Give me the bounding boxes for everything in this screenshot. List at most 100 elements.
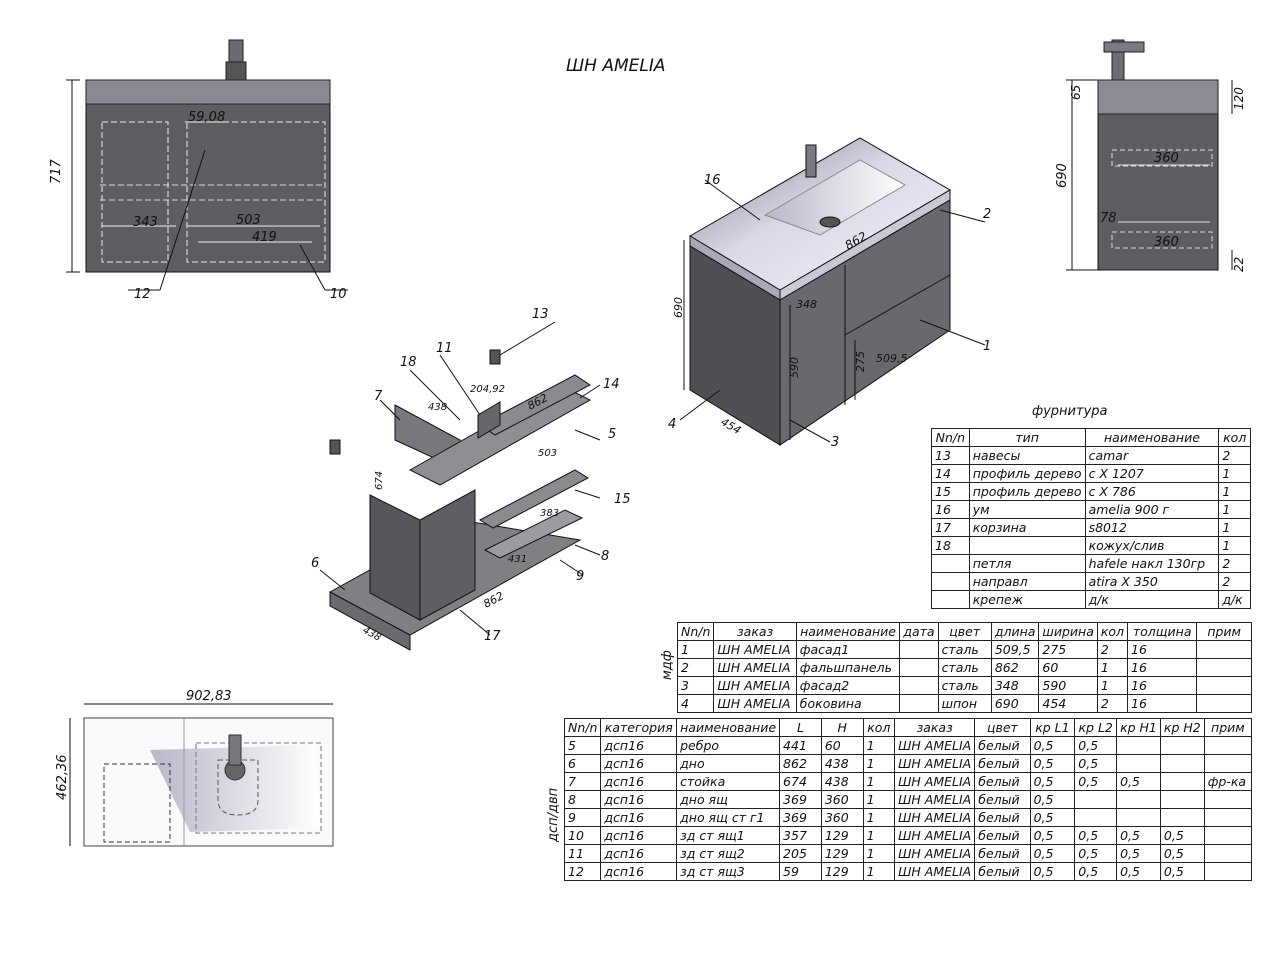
- side-dim-360a: 360: [1154, 151, 1179, 166]
- iso-dim-590: 590: [788, 357, 801, 378]
- dsp-cell: 129: [820, 862, 864, 881]
- dsp-cell: зд ст ящ1: [676, 826, 781, 845]
- callout-16: 16: [704, 173, 721, 188]
- side-height-label: 690: [1055, 163, 1070, 188]
- mdf-cell: ШН AMELIA: [713, 694, 797, 713]
- dsp-cell: белый: [974, 844, 1031, 863]
- dsp-cell: [1116, 736, 1161, 755]
- dsp-cell: дсп16: [600, 754, 678, 773]
- dsp-cell: 12: [563, 862, 602, 881]
- mdf-cell: 862: [990, 658, 1040, 677]
- side-dim-65: 65: [1069, 85, 1083, 100]
- dsp-col-header: кр H2: [1159, 718, 1205, 737]
- dsp-col-header: кол: [862, 718, 896, 737]
- dsp-col-header: наименование: [676, 718, 781, 737]
- callout-15: 15: [614, 492, 631, 507]
- dsp-cell: [1159, 772, 1205, 791]
- mdf-cell: 509,5: [990, 640, 1040, 659]
- mdf-col-header: кол: [1096, 622, 1129, 641]
- hardware-cell: [931, 590, 970, 609]
- mdf-col-header: дата: [899, 622, 939, 641]
- dsp-cell: [1074, 790, 1118, 809]
- hardware-cell: 1: [1218, 500, 1251, 519]
- callout-3: 3: [831, 435, 839, 450]
- callout-2: 2: [983, 207, 991, 222]
- dsp-cell: 0,5: [1116, 862, 1161, 881]
- dsp-cell: 0,5: [1029, 862, 1076, 881]
- dsp-cell: 1: [862, 736, 896, 755]
- mdf-cell: [899, 640, 939, 659]
- dsp-cell: белый: [974, 772, 1031, 791]
- iso-dim-509: 509,5: [876, 352, 908, 365]
- dsp-cell: 1: [862, 790, 896, 809]
- hardware-cell: ум: [968, 500, 1086, 519]
- dsp-cell: ШН AMELIA: [894, 808, 976, 827]
- dsp-cell: дсп16: [600, 862, 678, 881]
- exploded-dim-438-top: 438: [428, 402, 447, 413]
- front-height-label: 717: [49, 158, 64, 184]
- dsp-cell: [1203, 826, 1253, 845]
- dsp-cell: [1159, 808, 1205, 827]
- dsp-cell: зд ст ящ3: [676, 862, 781, 881]
- mdf-cell: 275: [1038, 640, 1098, 659]
- mdf-cell: 348: [990, 676, 1040, 695]
- dsp-col-header: Nn/n: [563, 718, 602, 737]
- dsp-cell: 0,5: [1116, 826, 1161, 845]
- hardware-cell: профиль дерево: [968, 482, 1086, 501]
- hardware-col-header: кол: [1218, 428, 1251, 447]
- exploded-dim-431: 431: [508, 554, 527, 565]
- dsp-cell: [1116, 754, 1161, 773]
- mdf-col-header: ширина: [1038, 622, 1098, 641]
- dsp-cell: 438: [820, 772, 864, 791]
- dsp-cell: 60: [820, 736, 864, 755]
- dsp-cell: 59: [779, 862, 822, 881]
- callout-14: 14: [603, 377, 620, 392]
- dsp-cell: ШН AMELIA: [894, 790, 976, 809]
- dsp-col-header: кр H1: [1116, 718, 1161, 737]
- mdf-cell: [899, 694, 939, 713]
- hardware-cell: 1: [1218, 464, 1251, 483]
- mdf-cell: 1: [676, 640, 715, 659]
- dsp-cell: [1159, 790, 1205, 809]
- dsp-cell: 862: [779, 754, 822, 773]
- side-dim-120: 120: [1232, 87, 1246, 110]
- dsp-cell: 0,5: [1159, 826, 1205, 845]
- dsp-cell: 0,5: [1074, 826, 1118, 845]
- dsp-cell: 0,5: [1029, 808, 1076, 827]
- mdf-cell: [899, 658, 939, 677]
- dsp-cell: белый: [974, 790, 1031, 809]
- mdf-col-header: прим: [1196, 622, 1252, 641]
- hardware-cell: д/к: [1218, 590, 1251, 609]
- side-dim-22: 22: [1232, 257, 1246, 272]
- callout-12: 12: [134, 287, 151, 302]
- mdf-cell: 2: [1096, 694, 1129, 713]
- dsp-cell: белый: [974, 808, 1031, 827]
- dsp-col-header: L: [779, 718, 822, 737]
- dsp-cell: дсп16: [600, 736, 678, 755]
- hardware-cell: с X 786: [1084, 482, 1220, 501]
- dsp-cell: 6: [563, 754, 602, 773]
- dsp-cell: дсп16: [600, 772, 678, 791]
- dsp-cell: 7: [563, 772, 602, 791]
- hardware-cell: 13: [931, 446, 970, 465]
- mdf-cell: ШН AMELIA: [713, 640, 797, 659]
- hardware-cell: крепеж: [968, 590, 1086, 609]
- mdf-cell: 16: [1127, 640, 1198, 659]
- callout-8: 8: [601, 549, 609, 564]
- front-dim-59: 59,08: [188, 110, 225, 125]
- dsp-cell: белый: [974, 826, 1031, 845]
- dsp-cell: стойка: [676, 772, 781, 791]
- iso-dim-275: 275: [854, 351, 867, 372]
